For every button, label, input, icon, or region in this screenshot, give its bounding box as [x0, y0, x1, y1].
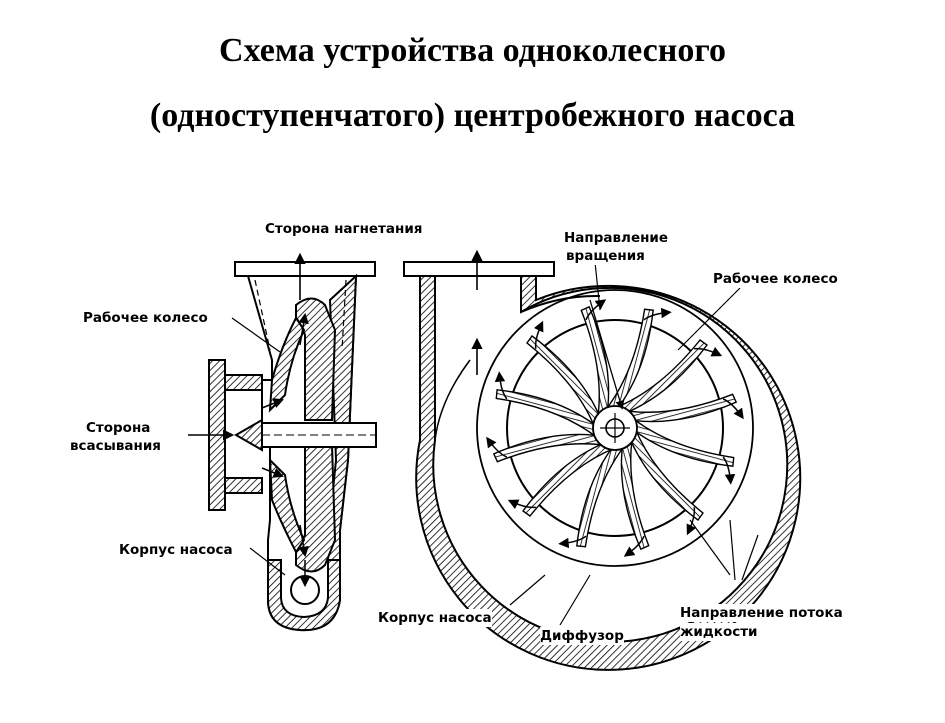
impeller-blade — [492, 433, 608, 463]
impeller-blade — [580, 305, 610, 421]
impeller-blade — [614, 339, 708, 417]
flow-arrow — [643, 307, 672, 321]
label-flow-dir-1: Направление потока — [680, 604, 843, 622]
label-casing-left: Корпус насоса — [119, 541, 233, 559]
impeller-blade — [622, 393, 738, 423]
side-section-view — [188, 252, 377, 632]
label-casing-right: Корпус насоса — [378, 609, 492, 627]
label-flow-dir-2: жидкости — [680, 623, 758, 641]
impeller-blade — [576, 438, 626, 548]
flow-arrow — [623, 535, 645, 557]
label-impeller-left: Рабочее колесо — [83, 309, 208, 327]
flow-arrow — [722, 456, 736, 485]
label-suction-side-2: всасывания — [70, 437, 161, 455]
flow-arrow — [486, 436, 508, 458]
flow-arrow — [585, 299, 607, 321]
impeller-blade — [526, 335, 604, 429]
page-title-line-1: Схема устройства одноколесного — [219, 32, 726, 69]
front-volute-view — [403, 249, 802, 671]
flow-arrows — [486, 299, 744, 557]
flow-arrow — [686, 507, 697, 536]
label-suction-side-1: Сторона — [86, 419, 151, 437]
page-title-line-2: (одноступенчатого) центробежного насоса — [149, 97, 796, 134]
impeller-blade — [604, 308, 654, 418]
label-rotation-dir-2: вращения — [566, 247, 645, 265]
flow-arrow — [507, 499, 536, 510]
impeller-blade — [626, 427, 704, 521]
flow-arrow — [722, 398, 744, 420]
flow-arrow — [494, 371, 508, 400]
impeller-blade — [620, 435, 650, 551]
impeller-blade — [495, 389, 605, 439]
flow-arrow — [694, 346, 723, 357]
volute-discharge-flange — [403, 261, 555, 277]
label-rotation-dir-1: Направление — [564, 229, 669, 247]
impeller-shroud — [295, 297, 337, 421]
flow-arrow — [533, 320, 544, 349]
flow-arrow — [558, 535, 587, 549]
impeller-blade — [522, 439, 616, 517]
label-discharge-side: Сторона нагнетания — [265, 220, 423, 238]
discharge-flange — [234, 261, 376, 277]
impeller-blades — [492, 305, 738, 551]
impeller-blade — [625, 417, 735, 467]
volute-casing-wall — [415, 275, 802, 671]
label-impeller-right: Рабочее колесо — [713, 270, 838, 288]
label-diffuser: Диффузор — [540, 627, 624, 645]
